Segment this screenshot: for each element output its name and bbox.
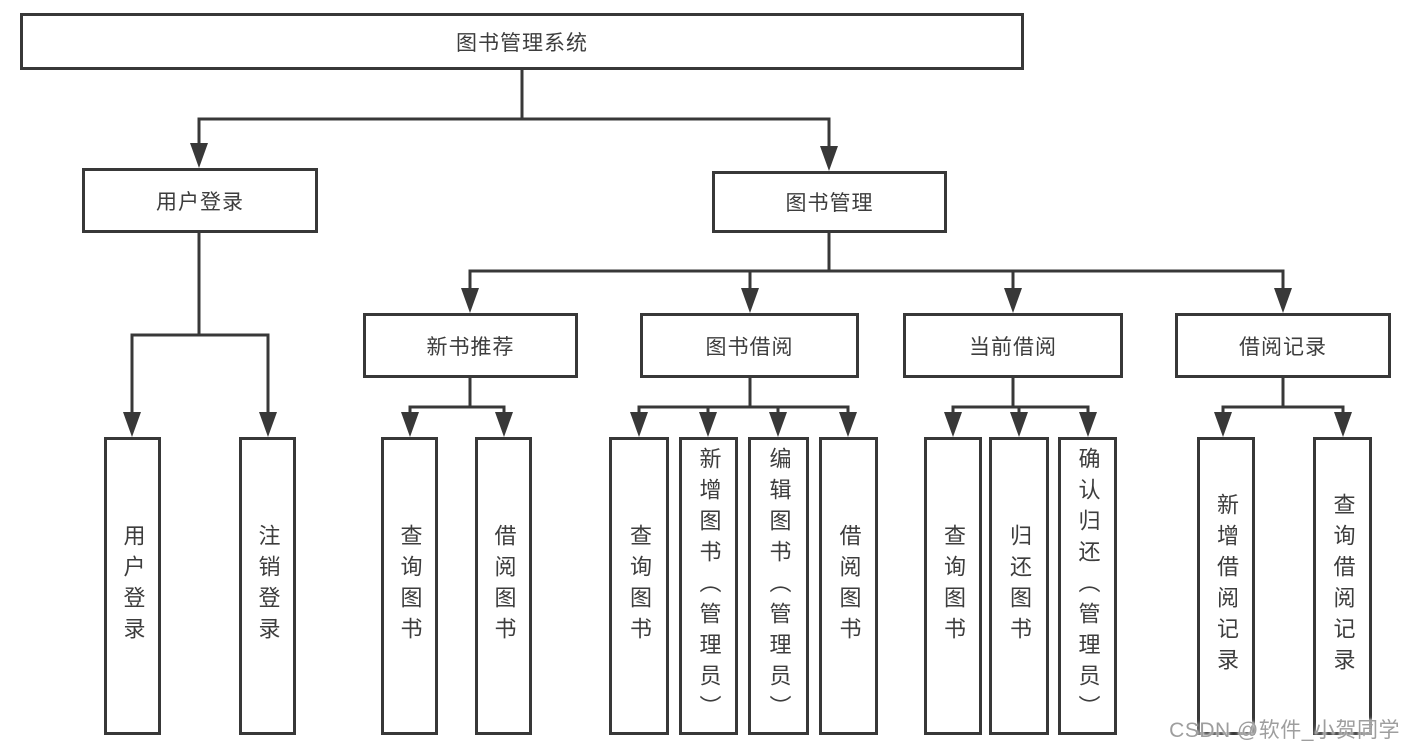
watermark-text: CSDN @软件_小贺同学 (1169, 719, 1400, 742)
node-new-book-recommend: 新书推荐 (363, 313, 578, 378)
leaf-add-books-admin: 新增图书（管理员） (679, 437, 738, 735)
node-user-login: 用户登录 (82, 168, 318, 233)
leaf-query-books-borrowing-label: 查询图书 (627, 524, 652, 648)
leaf-borrow-books: 借阅图书 (819, 437, 878, 735)
leaf-borrow-books-recommend: 借阅图书 (475, 437, 532, 735)
leaf-edit-books-admin-label: 编辑图书（管理员） (766, 446, 792, 726)
leaf-query-books-recommend-label: 查询图书 (397, 524, 423, 648)
leaf-add-borrow-record: 新增借阅记录 (1197, 437, 1255, 735)
node-borrowing-records: 借阅记录 (1175, 313, 1391, 378)
leaf-logout: 注销登录 (239, 437, 296, 735)
node-current-borrowing: 当前借阅 (903, 313, 1123, 378)
leaf-query-books-current-label: 查询图书 (941, 524, 966, 648)
leaf-confirm-return-admin: 确认归还（管理员） (1058, 437, 1117, 735)
node-borrowing-records-label: 借阅记录 (1239, 335, 1327, 359)
leaf-return-books: 归还图书 (989, 437, 1049, 735)
node-current-borrowing-label: 当前借阅 (969, 335, 1057, 359)
node-user-login-label: 用户登录 (156, 190, 244, 214)
leaf-query-books-borrowing: 查询图书 (609, 437, 669, 735)
leaf-borrow-books-label: 借阅图书 (836, 524, 862, 648)
node-root: 图书管理系统 (20, 13, 1024, 70)
leaf-add-books-admin-label: 新增图书（管理员） (696, 446, 722, 726)
leaf-query-books-recommend: 查询图书 (381, 437, 438, 735)
leaf-return-books-label: 归还图书 (1007, 524, 1032, 648)
leaf-borrow-books-recommend-label: 借阅图书 (491, 524, 517, 648)
node-book-borrowing: 图书借阅 (640, 313, 859, 378)
node-new-book-recommend-label: 新书推荐 (426, 335, 515, 359)
node-book-management-label: 图书管理 (785, 192, 874, 215)
leaf-confirm-return-admin-label: 确认归还（管理员） (1075, 446, 1101, 726)
leaf-query-books-current: 查询图书 (924, 437, 982, 735)
leaf-user-login: 用户登录 (104, 437, 161, 735)
node-root-label: 图书管理系统 (456, 31, 588, 55)
leaf-add-borrow-record-label: 新增借阅记录 (1214, 493, 1239, 679)
leaf-query-borrow-record-label: 查询借阅记录 (1330, 493, 1356, 679)
leaf-edit-books-admin: 编辑图书（管理员） (748, 437, 809, 735)
node-book-management: 图书管理 (712, 171, 947, 233)
leaf-query-borrow-record: 查询借阅记录 (1313, 437, 1372, 735)
leaf-logout-label: 注销登录 (255, 524, 281, 648)
leaf-user-login-label: 用户登录 (120, 524, 146, 648)
node-book-borrowing-label: 图书借阅 (705, 335, 794, 359)
